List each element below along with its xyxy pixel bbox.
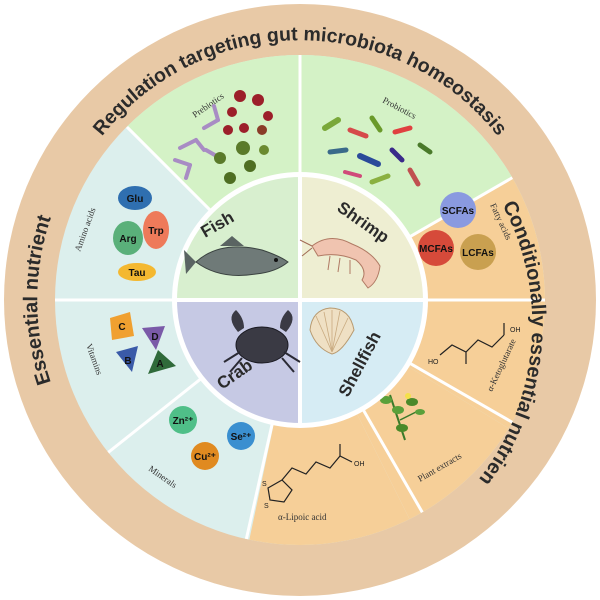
pill-trp [143, 211, 169, 249]
pill-tau [118, 263, 156, 281]
mineral-se-ball [227, 422, 255, 450]
vitamin-a-shape [148, 350, 176, 374]
vitamin-shapes: C D B A [110, 312, 176, 374]
plant-icon [380, 393, 425, 441]
pill-trp-label: Trp [148, 226, 164, 237]
fatty-acid-balls: SCFAs MCFAs LCFAs [418, 192, 496, 270]
lcfas-ball [460, 234, 496, 270]
mcfas-label: MCFAs [419, 244, 453, 255]
probiotics-bacteria-icon [322, 115, 433, 187]
fish-icon [184, 236, 289, 276]
pill-arg [113, 221, 143, 255]
ketoglutarate-structure-icon [439, 323, 505, 364]
ketoglutarate-oh: OH [510, 327, 521, 334]
amino-acid-pills: Glu Arg Trp Tau [113, 186, 169, 281]
crab-icon [223, 310, 301, 373]
lipoic-acid-structure-icon [267, 444, 353, 503]
mineral-se-label: Se²⁺ [231, 432, 252, 443]
lipoic-s-1: S [262, 481, 267, 488]
vitamin-c-label: C [118, 322, 125, 333]
mineral-zn-ball [169, 406, 197, 434]
pill-tau-label: Tau [128, 268, 145, 279]
prebiotics-beads-icon [214, 90, 273, 184]
pill-glu [118, 186, 152, 210]
lcfas-label: LCFAs [462, 248, 494, 259]
lipoic-oh: OH [354, 461, 365, 468]
lipoic-s-2: S [264, 503, 269, 510]
shrimp-icon [299, 238, 381, 289]
pill-arg-label: Arg [119, 234, 136, 245]
pill-glu-label: Glu [127, 194, 144, 205]
label-lipoic-acid: α-Lipoic acid [278, 512, 327, 522]
quadrant-shrimp [300, 177, 423, 300]
ketoglutarate-ho: HO [428, 359, 439, 366]
mineral-balls: Zn²⁺ Se²⁺ Cu²⁺ [169, 406, 255, 470]
vitamin-c-shape [110, 312, 134, 340]
vitamin-b-label: B [124, 356, 131, 367]
vitamin-a-label: A [156, 359, 163, 370]
vitamin-d-shape [142, 326, 165, 350]
scfas-label: SCFAs [442, 206, 475, 217]
vitamin-b-shape [116, 346, 138, 372]
mineral-cu-label: Cu²⁺ [194, 452, 216, 463]
mineral-cu-ball [191, 442, 219, 470]
vitamin-d-label: D [151, 332, 158, 343]
shellfish-icon [309, 307, 355, 355]
mineral-zn-label: Zn²⁺ [173, 416, 194, 427]
mcfas-ball [418, 230, 454, 266]
scfas-ball [440, 192, 476, 228]
